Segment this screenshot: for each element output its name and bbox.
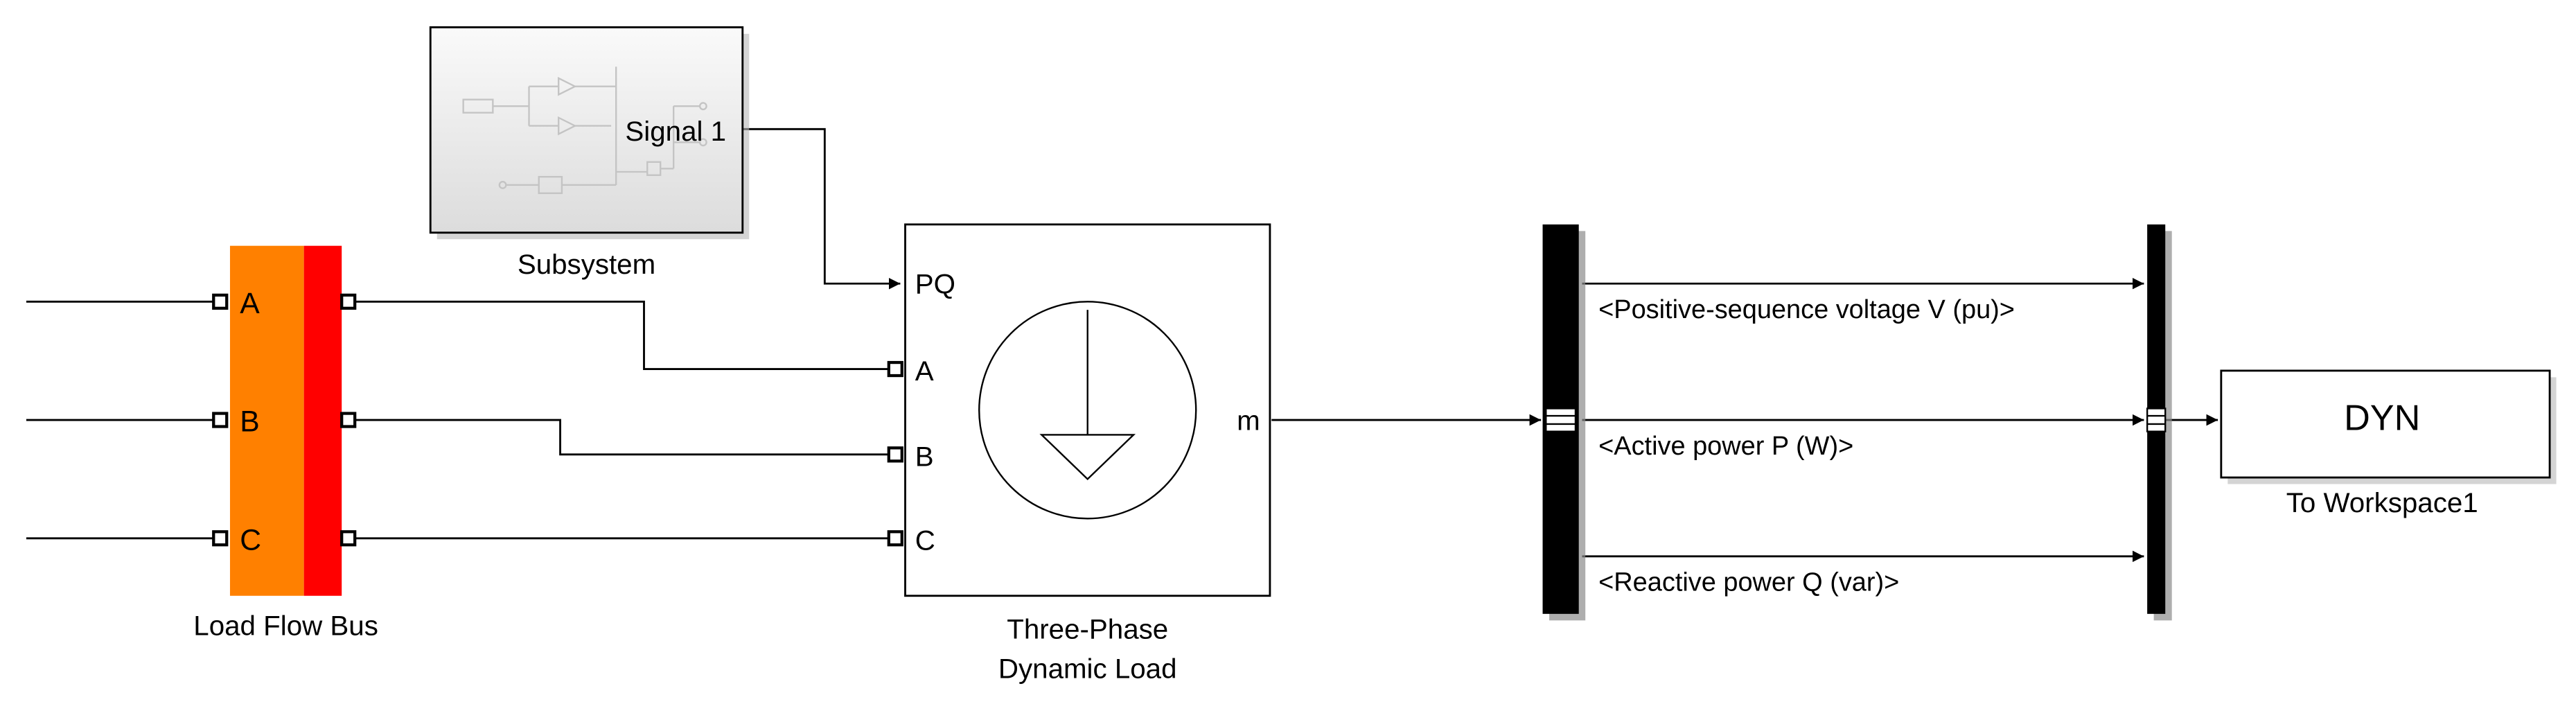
bus-port-b-right[interactable]	[340, 412, 357, 428]
bus-port-a-label: A	[240, 287, 260, 320]
subsystem-preview-icon	[462, 67, 707, 195]
dynamic-load-label-line1: Three-Phase	[1007, 613, 1168, 644]
subsystem-block[interactable]: Signal 1	[429, 26, 750, 240]
load-flow-bus-label: Load Flow Bus	[193, 611, 378, 642]
connection-lines	[26, 128, 2218, 563]
load-port-b-label: B	[915, 441, 934, 472]
bus-port-a-left[interactable]	[212, 293, 229, 310]
bus-port-c-label: C	[240, 523, 261, 556]
mux-port-icon	[2146, 407, 2167, 432]
load-port-a-label: A	[915, 355, 934, 387]
signal-label-voltage: <Positive-sequence voltage V (pu)>	[1598, 295, 2015, 324]
load-port-a[interactable]	[887, 360, 903, 378]
subsystem-port-label: Signal 1	[625, 116, 726, 147]
signal-label-reactive-power: <Reactive power Q (var)>	[1598, 568, 1899, 597]
load-port-c[interactable]	[887, 530, 903, 547]
load-port-m-label: m	[1237, 405, 1260, 436]
dynamic-load-label-line2: Dynamic Load	[998, 653, 1177, 684]
line-signal-pq[interactable]	[742, 128, 901, 290]
mux-block[interactable]	[2146, 224, 2172, 621]
signal-label-active-power: <Active power P (W)>	[1598, 432, 1853, 461]
bus-selector-port-icon	[1545, 407, 1577, 432]
subsystem-label: Subsystem	[518, 249, 655, 280]
load-port-pq-label: PQ	[915, 268, 955, 299]
to-workspace-block[interactable]: DYN	[2220, 369, 2557, 484]
bus-port-a-right[interactable]	[340, 293, 357, 310]
bus-selector-block[interactable]	[1542, 224, 1586, 621]
ground-load-icon	[978, 301, 1197, 520]
bus-port-b-left[interactable]	[212, 412, 229, 428]
dynamic-load-block[interactable]: PQ A B C m	[887, 223, 1271, 597]
bus-port-c-right[interactable]	[340, 530, 357, 547]
load-port-b[interactable]	[887, 446, 903, 463]
bus-port-c-left[interactable]	[212, 530, 229, 547]
load-port-c-label: C	[915, 525, 935, 556]
to-workspace-label: To Workspace1	[2286, 487, 2478, 518]
line-bus-a[interactable]	[351, 300, 889, 370]
to-workspace-variable: DYN	[2344, 398, 2420, 438]
bus-port-b-label: B	[240, 405, 259, 439]
line-bus-b[interactable]	[351, 419, 889, 456]
load-flow-bus-block[interactable]: A B C	[212, 245, 357, 596]
